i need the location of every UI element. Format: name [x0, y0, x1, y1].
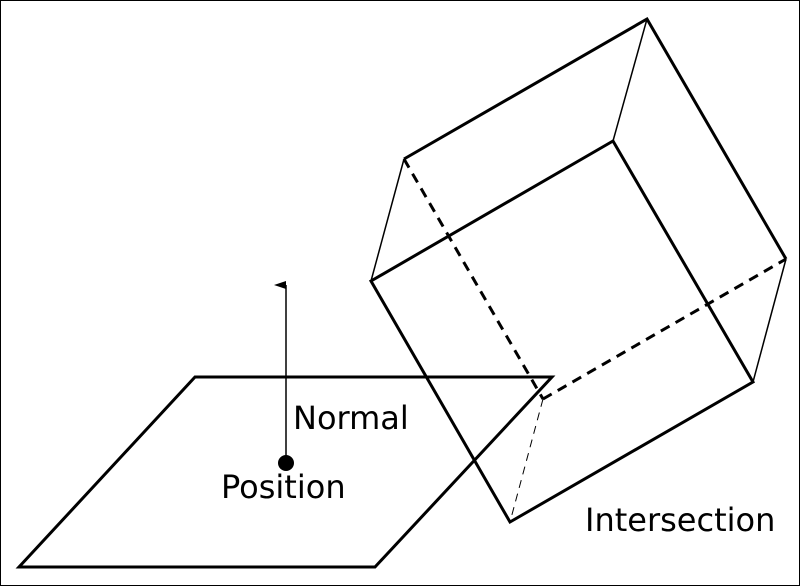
- cube-connecting-edges: [370, 18, 787, 383]
- cube-back-edges: [403, 16, 788, 260]
- cube-front-face: [368, 138, 756, 525]
- position-label: Position: [221, 468, 346, 506]
- cube-hidden-edge-below-plane: [509, 398, 544, 523]
- normal-label: Normal: [293, 399, 409, 437]
- plane: [15, 375, 556, 569]
- cube-hidden-edges: [402, 158, 787, 401]
- position-point: [278, 455, 294, 471]
- intersection-label: Intersection: [585, 501, 775, 539]
